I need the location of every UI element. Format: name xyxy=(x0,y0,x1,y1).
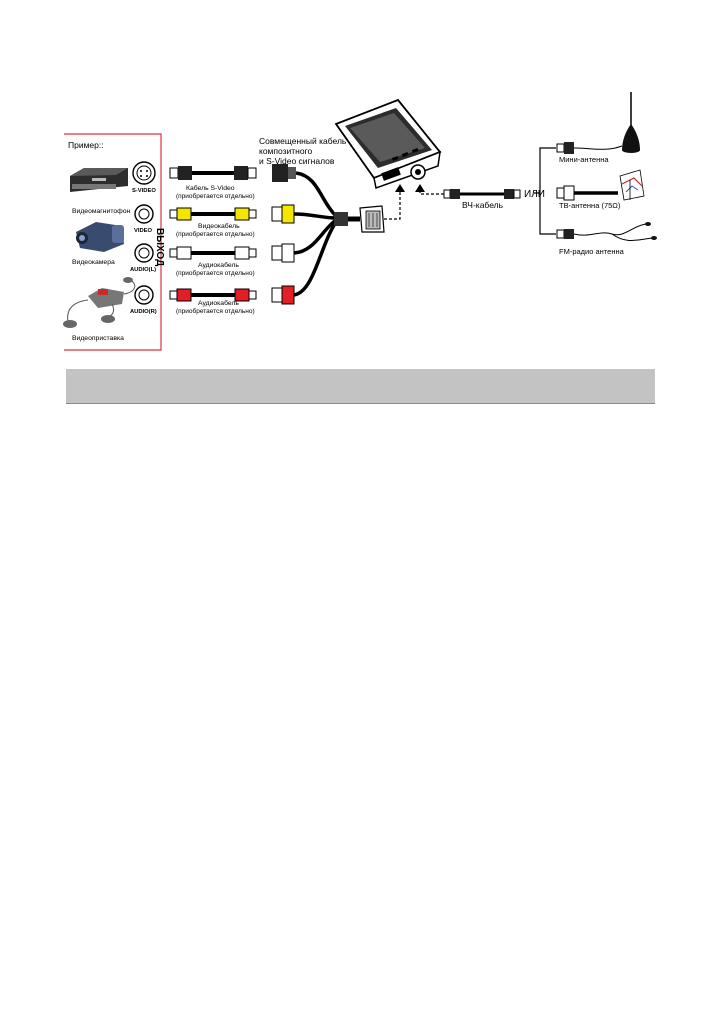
mini-antenna-icon xyxy=(556,92,640,154)
antenna-label-fm: FM-радио антенна xyxy=(559,247,625,256)
section-header-band xyxy=(66,369,655,404)
camcorder-icon xyxy=(76,222,124,252)
port-label-s-video: S-VIDEO xyxy=(132,188,156,194)
rf-cable-label: ВЧ-кабель xyxy=(462,200,504,210)
device-label-console: Видеоприставка xyxy=(72,335,124,342)
cable-note-audio-right: (приобретается отдельно) xyxy=(176,307,255,315)
device-panel-frame xyxy=(64,133,162,351)
cable-label-audio-left: Аудиокабель xyxy=(198,261,239,269)
combined-cable-label-2: композитного xyxy=(259,146,312,156)
antenna-label-mini: Мини-антенна xyxy=(559,155,609,164)
cable-note-video: (приобретается отдельно) xyxy=(176,230,255,238)
combined-cable-label-3: и S-Video сигналов xyxy=(259,156,335,166)
cable-note-audio-left: (приобретается отдельно) xyxy=(176,269,255,277)
device-label-camcorder: Видеокамера xyxy=(72,259,115,266)
output-label: ВЫХОД xyxy=(154,228,165,266)
audio-left-cable xyxy=(169,246,257,260)
audio-left-port-icon xyxy=(134,243,154,263)
port-label-audio-right: AUDIO(R) xyxy=(130,309,157,315)
antenna-label-tv: ТВ-антенна (75Ω) xyxy=(559,201,621,210)
arrow-up-rf xyxy=(415,184,425,192)
cable-label-audio-right: Аудиокабель xyxy=(198,299,239,307)
arrow-up-av xyxy=(395,184,405,192)
audio-right-port-icon xyxy=(134,285,154,305)
combined-cable xyxy=(271,164,385,305)
s-video-cable xyxy=(169,166,257,180)
video-cable xyxy=(169,207,257,221)
cable-label-s-video: Кабель S-Video xyxy=(186,184,235,192)
or-label: ИЛИ xyxy=(524,189,545,200)
cable-label-video: Видеокабель xyxy=(198,222,240,230)
antenna-bracket xyxy=(534,147,556,235)
port-label-audio-left: AUDIO(L) xyxy=(130,267,156,273)
combined-cable-label-1: Совмещенный кабель xyxy=(259,136,347,146)
vcr-icon xyxy=(70,168,128,192)
video-port-icon xyxy=(134,204,154,224)
port-label-video: VIDEO xyxy=(134,228,153,234)
rf-cable xyxy=(443,189,521,199)
cable-note-s-video: (приобретается отдельно) xyxy=(176,192,255,200)
fm-antenna-icon xyxy=(556,222,657,241)
example-label: Пример:: xyxy=(68,140,104,150)
device-label-vcr: Видеомагнитофон xyxy=(72,208,131,215)
game-console-icon xyxy=(63,277,136,328)
audio-right-cable xyxy=(169,288,257,302)
s-video-port-icon xyxy=(132,161,156,185)
dashed-link-av xyxy=(384,190,401,220)
tv-antenna-icon xyxy=(556,169,645,201)
portable-player-icon xyxy=(334,98,442,189)
